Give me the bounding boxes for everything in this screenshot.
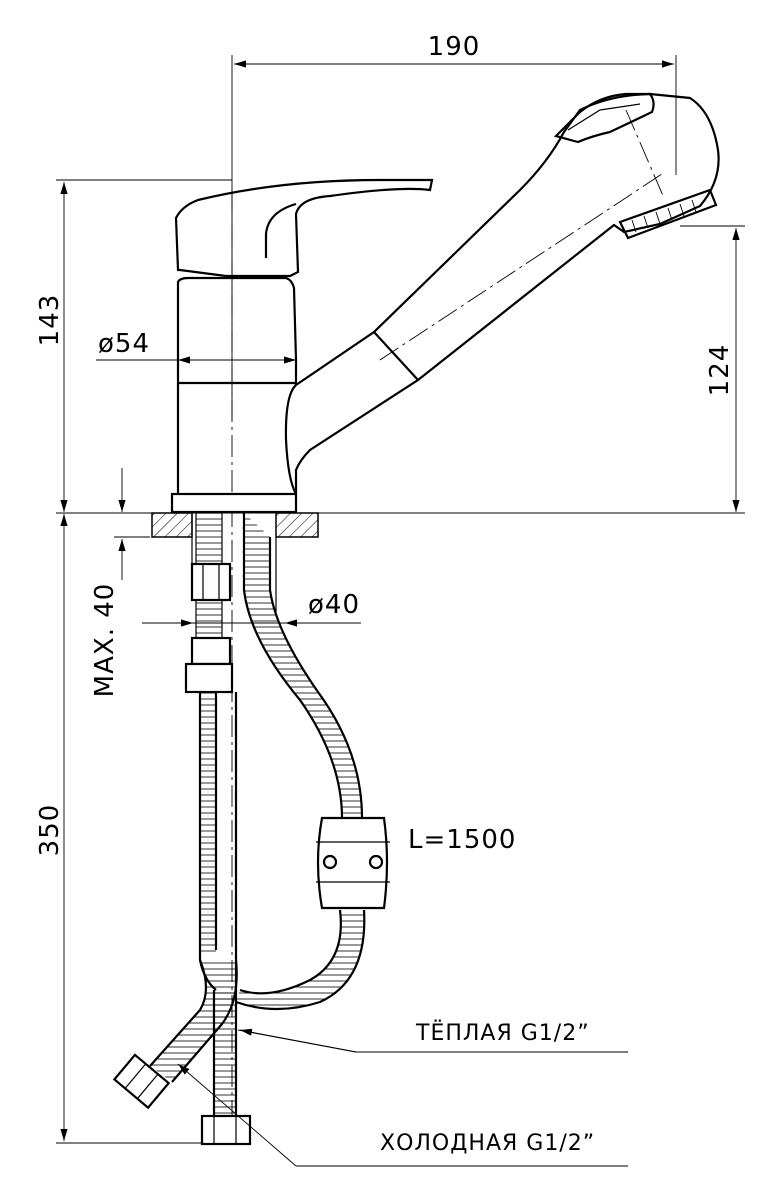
- lever-handle: [174, 178, 434, 278]
- dimension-350-label: 350: [35, 804, 65, 857]
- warm-supply-label: ТЁПЛАЯ G1/2”: [415, 1020, 590, 1046]
- dimension-diameter-54-label: ø54: [98, 329, 150, 359]
- cold-connector: [200, 1114, 252, 1146]
- callout-warm: ТЁПЛАЯ G1/2”: [237, 1020, 628, 1053]
- supply-hoses: L=1500: [112, 513, 516, 1146]
- pull-out-spout: [294, 92, 720, 494]
- mounting-hardware: [151, 512, 319, 694]
- dimension-143-label: 143: [35, 294, 65, 347]
- callout-cold: ХОЛОДНАЯ G1/2”: [177, 1063, 628, 1167]
- dimension-190: 190: [231, 32, 677, 420]
- cold-supply-label: ХОЛОДНАЯ G1/2”: [380, 1131, 595, 1156]
- spray-nozzle: [618, 188, 718, 240]
- dimension-max-40-label: MAX. 40: [90, 583, 120, 698]
- dimension-124: 124: [680, 225, 745, 512]
- dimension-124-label: 124: [705, 344, 735, 397]
- hose-length-label: L=1500: [408, 825, 516, 855]
- faucet-body: [170, 178, 434, 514]
- dimension-max-40: MAX. 40: [90, 468, 150, 697]
- dimension-143: 143: [35, 179, 232, 512]
- dimension-diameter-54: ø54: [96, 329, 296, 364]
- dimension-350: 350: [35, 514, 215, 1144]
- dimension-diameter-40-label: ø40: [308, 590, 360, 620]
- warm-connector: [112, 1053, 171, 1110]
- hose-weight: [316, 816, 390, 910]
- spray-head-button: [553, 92, 655, 144]
- dimension-diameter-40: ø40: [142, 590, 361, 627]
- dimension-190-label: 190: [428, 32, 481, 62]
